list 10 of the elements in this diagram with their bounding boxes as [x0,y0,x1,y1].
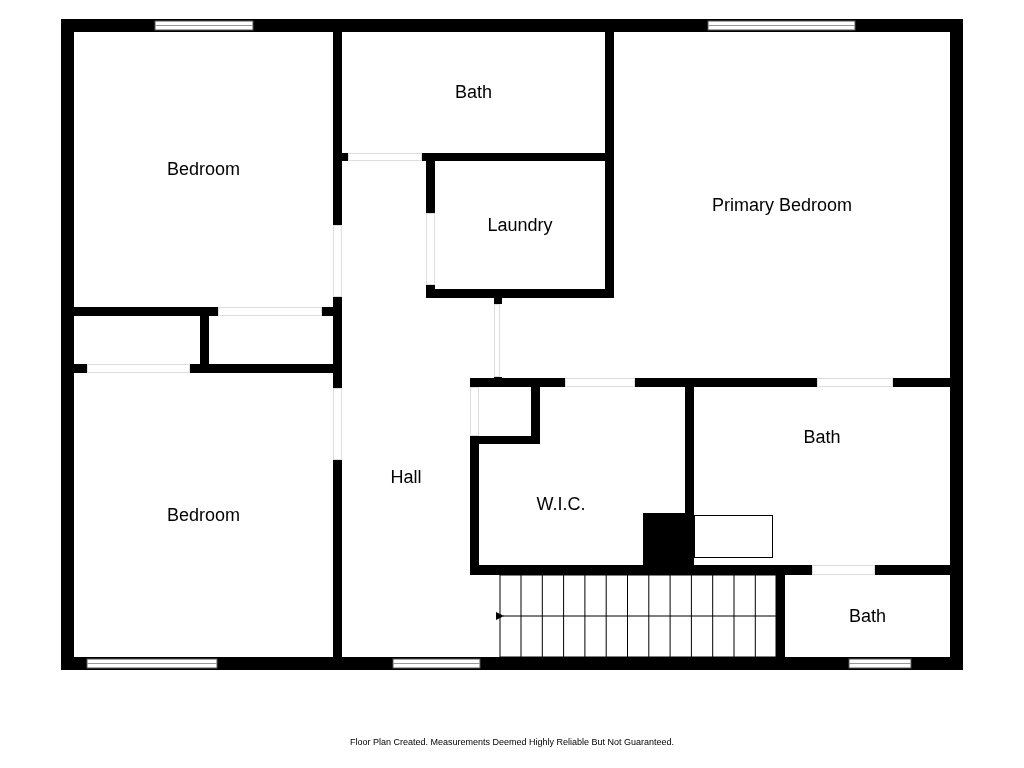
caption: Floor Plan Created. Measurements Deemed Highly Reliable But Not Guaranteed. [348,736,676,749]
room-area: Bedroom [74,373,333,657]
room-area: Bath [694,387,950,487]
room-area: Laundry [435,161,605,289]
room-area: Bedroom [74,32,333,307]
room-area: W.I.C. [479,444,643,565]
room-area: Bath [785,575,950,657]
room-area: Bath [342,32,605,153]
room-area: Primary Bedroom [614,32,950,378]
room-area: Hall [342,298,470,657]
